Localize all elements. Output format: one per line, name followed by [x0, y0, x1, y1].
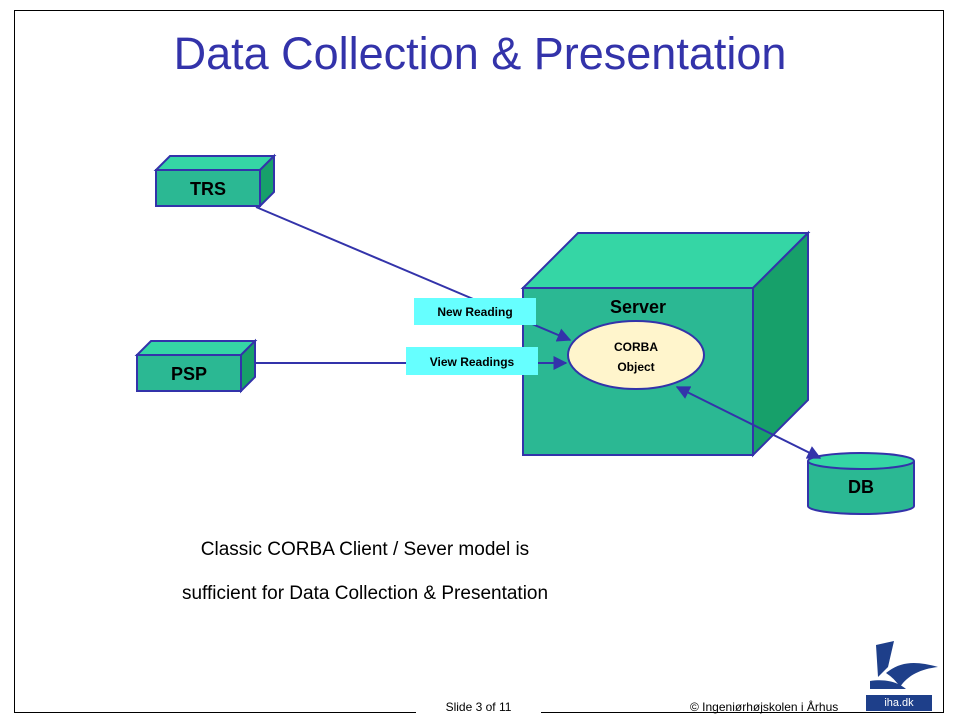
iha-logo-icon [866, 637, 940, 695]
db-cylinder [807, 452, 915, 515]
logo-text: iha.dk [866, 695, 932, 711]
corba-object [567, 320, 705, 390]
corba-db-arrow [675, 386, 822, 459]
trs-label: TRS [190, 179, 226, 199]
corba-label-line2: Object [617, 360, 654, 374]
copyright-text: © Ingeniørhøjskolen i Århus [690, 700, 839, 714]
view-readings-label-box [406, 347, 538, 375]
new-reading-label-box [414, 298, 536, 325]
slide-number: Slide 3 of 11 [445, 700, 512, 714]
slide-title: Data Collection & Presentation [173, 28, 787, 79]
new-reading-label: New Reading [437, 305, 512, 319]
trs-box [153, 153, 277, 209]
db-label: DB [848, 477, 874, 497]
view-readings-label: View Readings [430, 355, 515, 369]
psp-label: PSP [171, 364, 207, 384]
corba-label-line1: CORBA [614, 340, 658, 354]
footer-gap [416, 708, 541, 718]
psp-box [134, 338, 258, 394]
caption-line-1: Classic CORBA Client / Sever model is [200, 539, 530, 560]
caption-line-2: sufficient for Data Collection & Present… [181, 583, 549, 604]
server-label: Server [610, 297, 666, 317]
